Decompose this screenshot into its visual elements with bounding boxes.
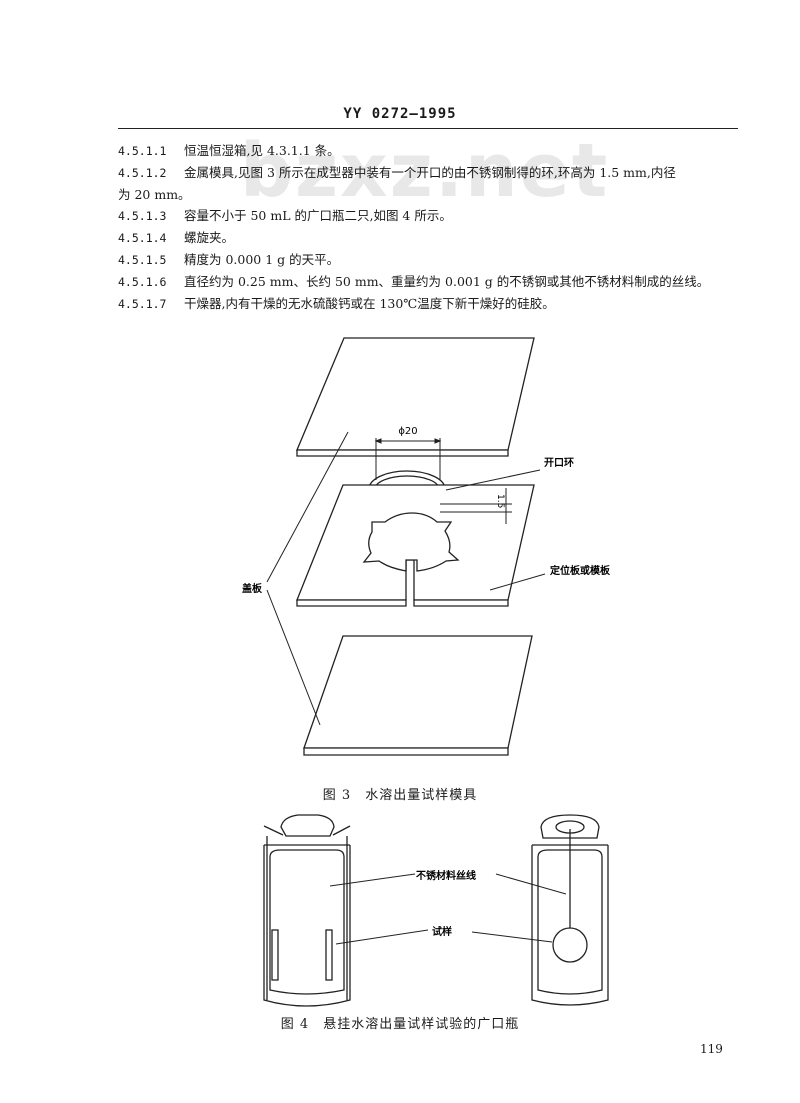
clause-text: 螺旋夹。: [184, 230, 235, 245]
clause-text: 干燥器,内有干燥的无水硫酸钙或在 130℃温度下新干燥好的硅胶。: [184, 296, 555, 311]
clause-number: 4.5.1.6: [118, 275, 167, 289]
left-jar: [263, 814, 351, 1007]
wire-label: 不锈材料丝线: [416, 869, 476, 882]
clause-item: 4.5.1.1 恒温恒湿箱,见 4.3.1.1 条。: [118, 140, 758, 162]
ring-leader-line: [445, 469, 541, 491]
plate-leader-line: [489, 573, 546, 591]
sample-leader-left: [335, 929, 429, 945]
cover-leader-line-top: [266, 431, 349, 583]
plate-label: 定位板或模板: [550, 564, 611, 577]
clause-number: 4.5.1.1: [118, 144, 167, 158]
wire-leader-left: [329, 873, 416, 887]
height-dimension: [440, 488, 512, 524]
clause-item: 4.5.1.3 容量不小于 50 mL 的广口瓶二只,如图 4 所示。: [118, 205, 758, 227]
standard-code: YY 0272—1995: [343, 106, 457, 122]
height-label: 1.5: [495, 494, 505, 508]
cover-label: 盖板: [242, 582, 263, 595]
clause-item: 4.5.1.5 精度为 0.000 1 g 的天平。: [118, 249, 758, 271]
ring-label: 开口环: [544, 457, 574, 469]
header-rule: [118, 128, 738, 129]
clause-text: 恒温恒湿箱,见 4.3.1.1 条。: [184, 143, 340, 158]
clause-item: 4.5.1.6 直径约为 0.25 mm、长约 50 mm、重量约为 0.001 …: [118, 271, 758, 293]
diameter-dimension: [374, 438, 442, 480]
clause-item: 4.5.1.4 螺旋夹。: [118, 227, 758, 249]
clause-number: 4.5.1.7: [118, 297, 167, 311]
clause-number: 4.5.1.5: [118, 253, 167, 267]
clause-number: 4.5.1.3: [118, 209, 167, 223]
sample-label: 试样: [432, 925, 452, 938]
page-number: 119: [700, 1042, 723, 1056]
figure-3-caption: 图 3 水溶出量试样模具: [322, 788, 478, 803]
clause-item: 4.5.1.2 金属模具,见图 3 所示在成型器中装有一个开口的由不锈钢制得的环,…: [118, 162, 758, 205]
clause-text: 金属模具,见图 3 所示在成型器中装有一个开口的由不锈钢制得的环,环高为 1.5…: [184, 165, 676, 180]
top-cover-plate: [296, 337, 535, 457]
wire-leader-right: [495, 873, 567, 895]
clause-list: 4.5.1.1 恒温恒湿箱,见 4.3.1.1 条。 4.5.1.2 金属模具,见图…: [118, 140, 758, 315]
sample-leader-right: [471, 931, 553, 943]
figure-4-caption: 图 4 悬挂水溶出量试样试验的广口瓶: [280, 1017, 520, 1032]
clause-text: 容量不小于 50 mL 的广口瓶二只,如图 4 所示。: [184, 208, 452, 223]
cover-leader-line-bottom: [266, 589, 321, 726]
positioning-plate: [296, 484, 535, 607]
clause-number: 4.5.1.2: [118, 166, 167, 180]
diameter-label: ϕ20: [398, 426, 417, 437]
clause-text: 精度为 0.000 1 g 的天平。: [184, 252, 340, 267]
clause-text: 直径约为 0.25 mm、长约 50 mm、重量约为 0.001 g 的不锈钢或…: [184, 274, 710, 289]
bottom-cover-plate: [303, 635, 533, 756]
clause-text-continued: 为 20 mm。: [118, 187, 191, 202]
clause-item: 4.5.1.7 干燥器,内有干燥的无水硫酸钙或在 130℃温度下新干燥好的硅胶。: [118, 293, 758, 315]
right-jar: [531, 814, 609, 1006]
clause-number: 4.5.1.4: [118, 231, 167, 245]
